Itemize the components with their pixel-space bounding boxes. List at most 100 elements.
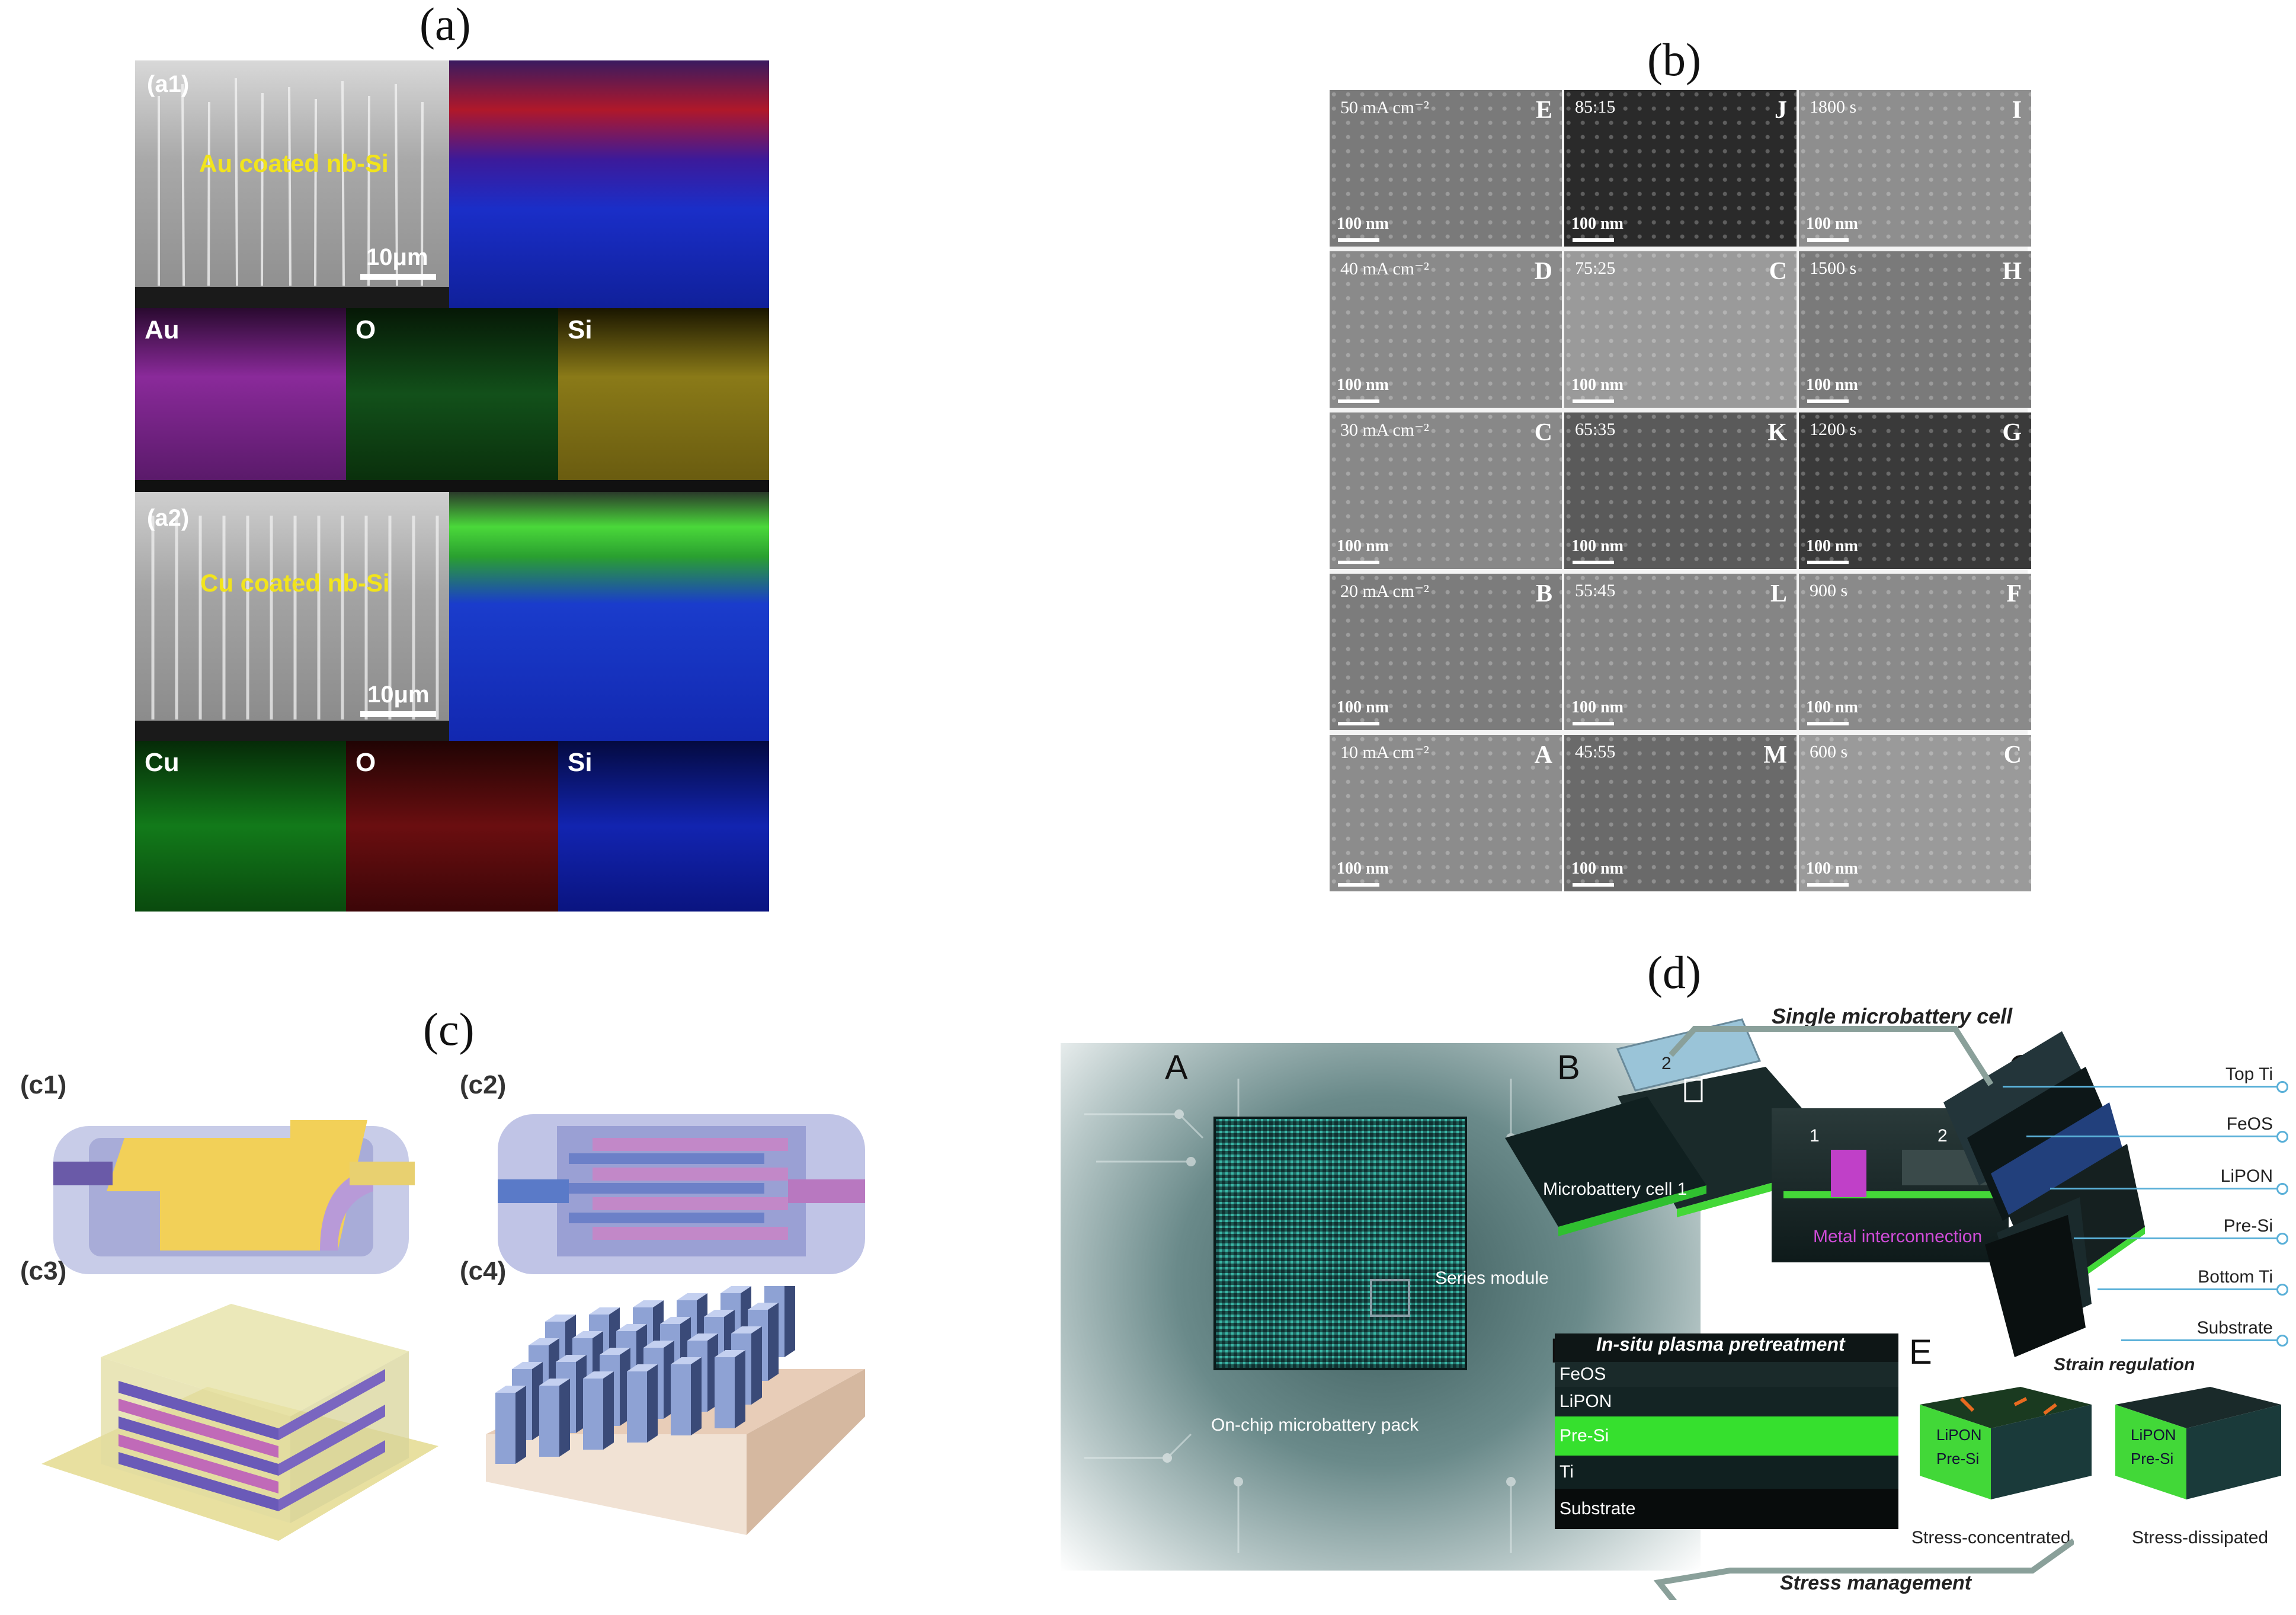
b-sem-tile: 10 mA cm⁻² A 100 nm [1330, 735, 1562, 891]
d-series-module-marker [1370, 1279, 1410, 1317]
d-cube-concentrated [1920, 1387, 2092, 1499]
b-tile-scale-label: 100 nm [1571, 698, 1623, 717]
c3-stacked-battery [41, 1304, 438, 1541]
a2-map-si: Si [558, 741, 769, 912]
d-stack-leader-line [2050, 1188, 2279, 1189]
d-plasma-layer-presi: Pre-Si [1555, 1416, 1898, 1456]
d-stack-leader-line [2003, 1086, 2279, 1088]
d-stack-layer-label: Top Ti [2225, 1064, 2273, 1084]
a2-map-o: O [346, 741, 558, 912]
d-stack-leader-dot [2276, 1233, 2288, 1245]
d-series-module-label: Series module [1435, 1268, 1549, 1288]
b-tile-letter: F [2006, 580, 2022, 607]
d-cell2-label: 2 [1661, 1054, 1671, 1073]
b-tile-letter: I [2012, 97, 2022, 124]
b-tile-letter: A [1534, 741, 1552, 769]
b-tile-scale-bar [1338, 561, 1379, 564]
b-tile-letter: G [2002, 419, 2022, 446]
a1-scale-label: 10μm [366, 244, 428, 270]
b-tile-letter: K [1767, 419, 1787, 446]
d-letter-a: A [1165, 1048, 1188, 1087]
c1-planar-battery [53, 1120, 415, 1274]
b-tile-scale-bar [1338, 238, 1379, 242]
b-tile-scale-label: 100 nm [1806, 859, 1858, 878]
panel-a-label: (a) [420, 0, 471, 50]
d-inset-1-label: 1 [1810, 1126, 1820, 1146]
a1-map-si-label: Si [568, 315, 593, 344]
d-plasma-layer-ti-label: Ti [1560, 1462, 1574, 1482]
a2-scale-bar [360, 711, 436, 717]
d-plasma-layer-lipon: LiPON [1555, 1387, 1898, 1416]
d-cube2-presi: Pre-Si [2131, 1450, 2174, 1467]
b-tile-scale-bar [1573, 399, 1614, 403]
b-tile-scale-label: 100 nm [1337, 537, 1389, 555]
b-tile-condition: 30 mA cm⁻² [1340, 420, 1429, 440]
c2-label: (c2) [460, 1070, 507, 1099]
b-tile-condition: 85:15 [1575, 97, 1616, 117]
b-tile-letter: E [1535, 97, 1552, 124]
a1-map-au: Au [135, 308, 346, 480]
panel-c-label: (c) [423, 1003, 475, 1055]
d-plasma-title: In-situ plasma pretreatment [1596, 1333, 1845, 1355]
d-cell1-label: Microbattery cell 1 [1543, 1179, 1687, 1199]
b-tile-scale-bar [1338, 883, 1379, 887]
c4-label: (c4) [460, 1256, 507, 1285]
d-stack-leader-dot [2276, 1081, 2288, 1093]
c4-3d-pillar-battery [486, 1286, 865, 1535]
b-tile-condition: 600 s [1810, 742, 1848, 762]
a2-sem-image: (a2) Cu coated nb-Si 10μm [135, 492, 449, 741]
a1-eds-overlay [449, 60, 769, 308]
b-tile-letter: H [2002, 258, 2022, 285]
panel-a-figure: (a1) Au coated nb-Si 10μm Au O Si (a2) C… [135, 60, 769, 912]
b-tile-scale-label: 100 nm [1337, 859, 1389, 878]
b-tile-condition: 900 s [1810, 581, 1848, 600]
b-tile-scale-label: 100 nm [1337, 215, 1389, 233]
d-stack-layer-label: Substrate [2196, 1318, 2273, 1338]
a1-sub-label: (a1) [147, 71, 190, 97]
b-tile-scale-bar [1807, 561, 1849, 564]
b-tile-scale-bar [1338, 399, 1379, 403]
d-stack-leader-dot [2276, 1183, 2288, 1195]
a2-map-cu-label: Cu [145, 748, 180, 777]
b-tile-letter: L [1770, 580, 1787, 607]
d-stress-dissipated: Stress-dissipated [2132, 1528, 2269, 1547]
c3-label: (c3) [20, 1256, 67, 1285]
a1-sem-caption: Au coated nb-Si [199, 149, 389, 177]
d-plasma-layer-presi-label: Pre-Si [1560, 1426, 1609, 1445]
d-cube-dissipated [2115, 1387, 2281, 1499]
d-metal-interconnection-label: Metal interconnection [1813, 1227, 1983, 1246]
a2-sem-caption: Cu coated nb-Si [200, 569, 390, 597]
d-cube1-lipon: LiPON [1936, 1426, 1982, 1444]
a1-map-o: O [346, 308, 558, 480]
b-tile-condition: 40 mA cm⁻² [1340, 259, 1429, 279]
b-tile-scale-bar [1807, 883, 1849, 887]
d-plasma-layer-feos: FeOS [1555, 1362, 1898, 1387]
b-tile-condition: 1200 s [1810, 420, 1857, 439]
d-plasma-layer-feos-label: FeOS [1560, 1364, 1606, 1384]
b-tile-letter: C [1769, 258, 1787, 285]
panel-b-label: (b) [1647, 34, 1701, 85]
b-tile-scale-bar [1338, 722, 1379, 725]
d-stack-leader-dot [2276, 1335, 2288, 1347]
d-stack-leader-line [2026, 1136, 2279, 1137]
d-cube1-presi: Pre-Si [1936, 1450, 1980, 1467]
b-tile-condition: 1500 s [1810, 258, 1857, 278]
d-stack-layer-label: FeOS [2226, 1114, 2273, 1134]
d-interconnect-inset: 1 2 Metal interconnection [1772, 1108, 2009, 1262]
d-stack-leader-dot [2276, 1131, 2288, 1143]
b-tile-letter: C [1534, 419, 1552, 446]
d-stack-leader-line [2098, 1288, 2279, 1290]
a1-map-si: Si [558, 308, 769, 480]
b-tile-condition: 65:35 [1575, 420, 1616, 439]
b-tile-condition: 20 mA cm⁻² [1340, 581, 1429, 601]
a2-map-cu: Cu [135, 741, 346, 912]
b-tile-condition: 10 mA cm⁻² [1340, 743, 1429, 762]
d-stack-layer-label: LiPON [2220, 1166, 2273, 1186]
